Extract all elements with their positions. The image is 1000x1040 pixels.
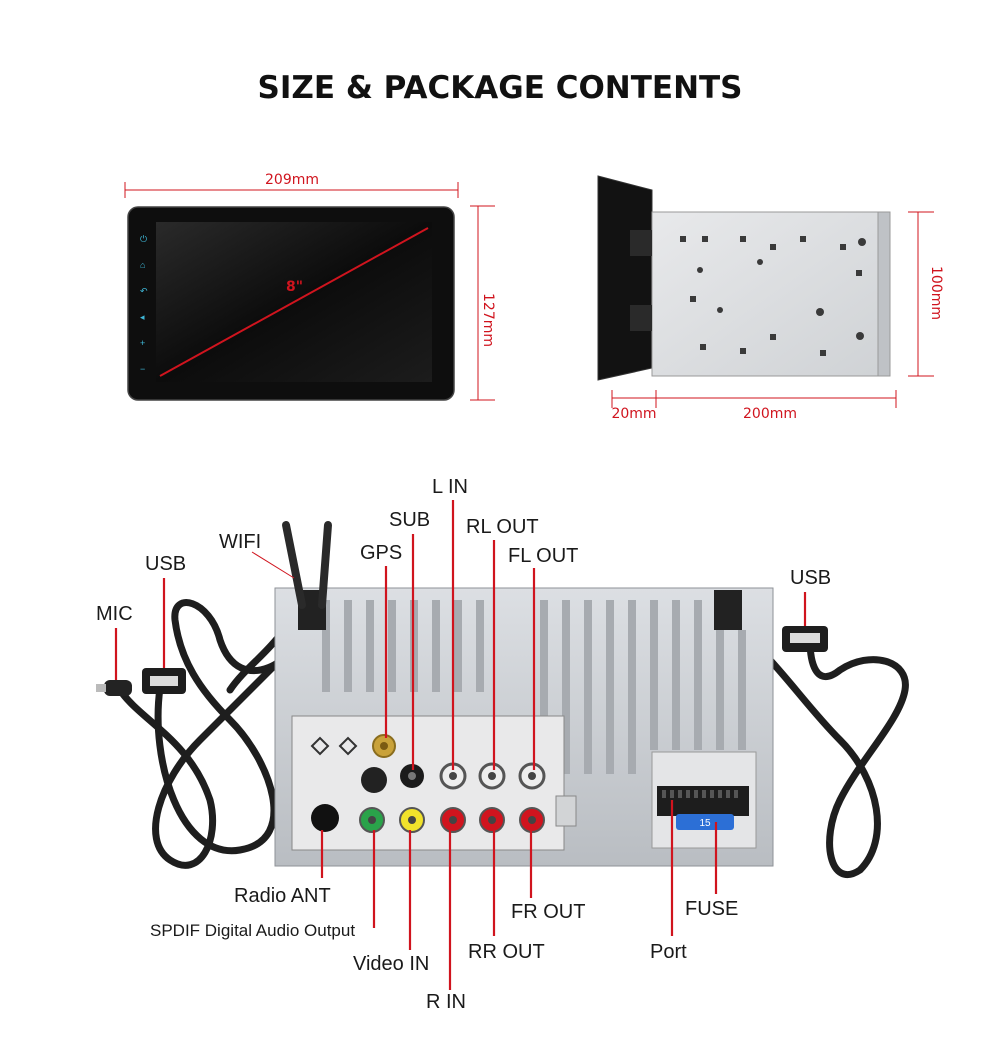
mic-plug [104,680,132,696]
av-connector-plate [291,715,565,851]
label-radio-ant: Radio ANT [234,885,331,907]
label-wifi: WIFI [219,531,261,553]
rca-jacks [359,762,546,833]
svg-text:↶: ↶ [140,286,148,296]
svg-text:+: + [140,338,145,348]
label-mic: MIC [96,603,133,625]
label-fuse: FUSE [685,898,738,920]
fuse-rating: 15 [699,818,711,829]
svg-text:−: − [140,364,145,374]
side-depth-body-label: 200mm [743,406,797,422]
label-video-in: Video IN [353,953,429,975]
label-gps: GPS [360,542,402,564]
front-view: 209mm 127mm ⏻ ⌂ ↶ ◂ + − 8" [124,172,496,401]
label-r-in: R IN [426,991,466,1013]
side-view: 100mm 20mm 200mm [597,175,944,422]
side-chassis [651,211,889,377]
front-height-label: 127mm [480,293,496,347]
svg-text:⌂: ⌂ [140,260,145,270]
screen-diagonal-label: 8" [286,279,303,295]
label-usb-right: USB [790,567,831,589]
label-spdif: SPDIF Digital Audio Output [150,921,355,940]
label-usb-left: USB [145,553,186,575]
label-l-in: L IN [432,476,468,498]
svg-text:⏻: ⏻ [140,234,147,244]
label-fl-out: FL OUT [508,545,578,567]
rear-view: 15 [96,476,909,1013]
side-height-label: 100mm [928,266,944,320]
label-fr-out: FR OUT [511,901,585,923]
label-port: Port [650,941,687,963]
side-buttons: ⏻ ⌂ ↶ ◂ + − [140,234,148,374]
svg-text:◂: ◂ [140,312,145,322]
label-rl-out: RL OUT [466,516,539,538]
page-title: SIZE & PACKAGE CONTENTS [258,70,743,106]
side-depth-front-label: 20mm [611,406,656,422]
fuse [676,814,734,830]
label-rr-out: RR OUT [468,941,545,963]
label-sub: SUB [389,509,430,531]
front-width-label: 209mm [265,172,319,188]
